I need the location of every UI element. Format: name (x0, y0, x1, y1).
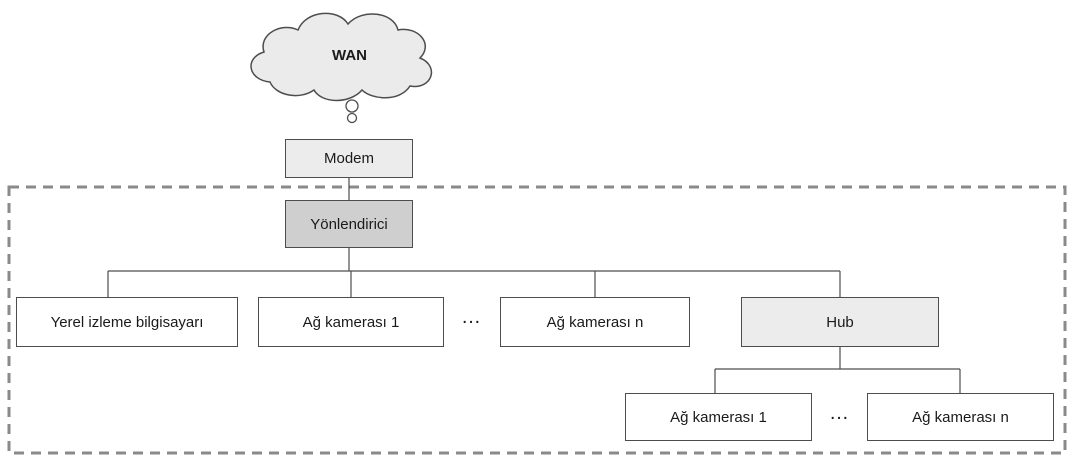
hub-label: Hub (826, 313, 854, 331)
ellipsis-level1: … (461, 306, 482, 328)
l2-camera-1-label: Ağ kamerası 1 (670, 408, 767, 426)
cloud-bubble-small (346, 112, 358, 124)
camera-1-box: Ağ kamerası 1 (258, 297, 444, 347)
camera-n-box: Ağ kamerası n (500, 297, 690, 347)
hub-box: Hub (741, 297, 939, 347)
modem-label: Modem (323, 150, 375, 167)
cloud-bubble-large (345, 99, 359, 113)
local-pc-box: Yerel izleme bilgisayarı (16, 297, 238, 347)
l2-camera-n-label: Ağ kamerası n (912, 408, 1009, 426)
local-pc-label: Yerel izleme bilgisayarı (50, 313, 204, 331)
camera-1-label: Ağ kamerası 1 (302, 313, 400, 331)
router-box: Yönlendirici (285, 200, 413, 248)
l2-camera-1-box: Ağ kamerası 1 (625, 393, 812, 441)
modem-box: Modem (285, 139, 413, 178)
ellipsis-level2: … (829, 402, 850, 424)
router-label: Yönlendirici (310, 215, 388, 233)
camera-n-label: Ağ kamerası n (546, 313, 644, 331)
connectors (107, 178, 961, 393)
wan-cloud-shape (250, 12, 433, 102)
wan-label: WAN (332, 47, 367, 64)
local-network-boundary (7, 185, 1067, 455)
l2-camera-n-box: Ağ kamerası n (867, 393, 1054, 441)
